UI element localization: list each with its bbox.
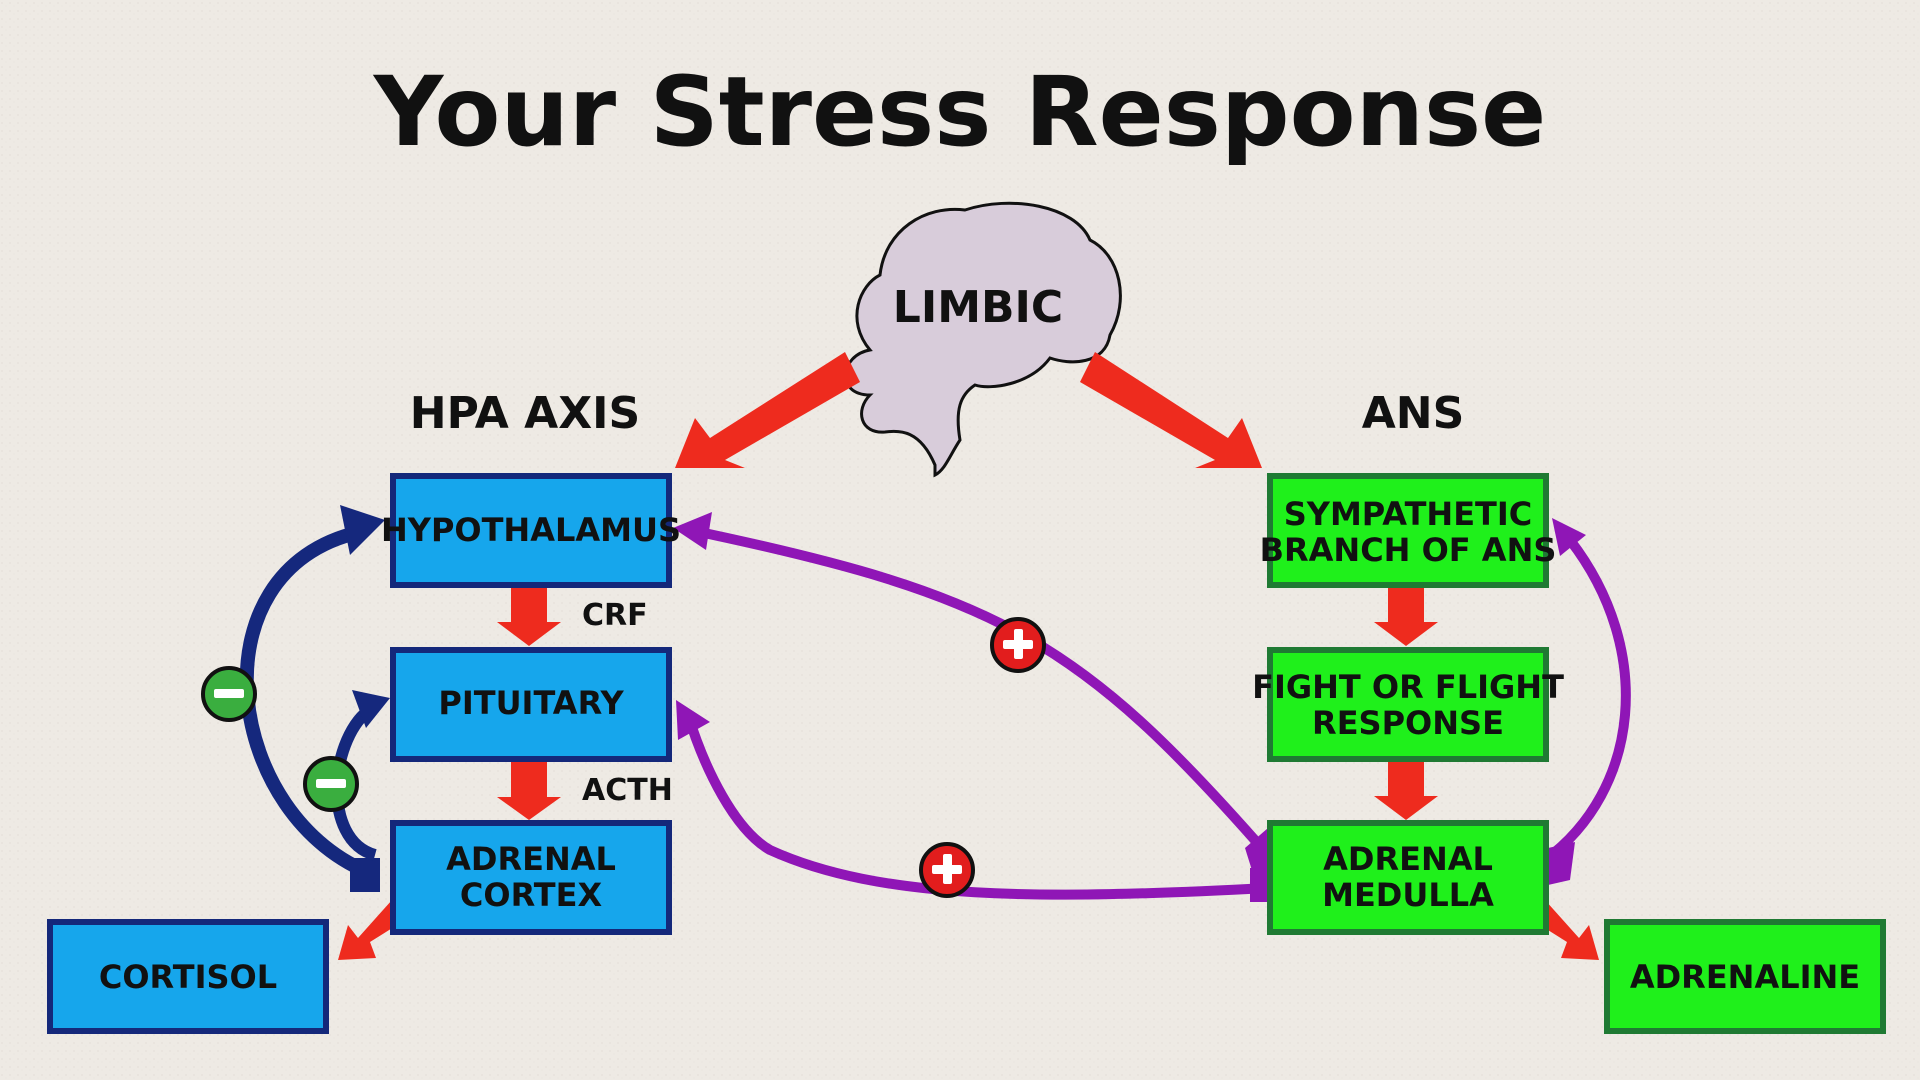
ans-heading: ANS xyxy=(1362,388,1465,439)
fight-flight-box: FIGHT OR FLIGHT RESPONSE xyxy=(1252,647,1564,762)
cortex-to-cortisol-arrow xyxy=(338,900,405,960)
ans-arrow-2 xyxy=(1374,762,1438,820)
minus-badge-outer xyxy=(201,666,257,722)
crf-label: CRF xyxy=(582,598,648,633)
ans-arrow-1 xyxy=(1374,588,1438,646)
crf-arrow xyxy=(497,587,561,646)
hypothalamus-label: HYPOTHALAMUS xyxy=(381,511,681,549)
pituitary-box: PITUITARY xyxy=(390,647,672,762)
fight-flight-label-line1: FIGHT OR FLIGHT xyxy=(1252,668,1564,706)
adrenal-cortex-label-line2: CORTEX xyxy=(460,876,603,914)
limbic-label: LIMBIC xyxy=(893,282,1063,333)
hpa-axis-heading: HPA AXIS xyxy=(410,388,640,439)
red-arrow-to-ans xyxy=(1080,352,1262,468)
page-title: Your Stress Response xyxy=(373,56,1546,168)
cortisol-box: CORTISOL xyxy=(47,919,329,1034)
sympathetic-label-line2: BRANCH OF ANS xyxy=(1260,531,1557,569)
purple-feedback-ans-loop xyxy=(1542,518,1631,885)
hypothalamus-box: HYPOTHALAMUS xyxy=(381,473,681,588)
minus-badge-inner xyxy=(303,756,359,812)
plus-badge-upper xyxy=(990,617,1046,673)
adrenal-cortex-box: ADRENAL CORTEX xyxy=(390,820,672,935)
sympathetic-label-line1: SYMPATHETIC xyxy=(1284,495,1533,533)
brain-icon: LIMBIC xyxy=(844,201,1122,478)
acth-label: ACTH xyxy=(582,773,673,808)
acth-arrow xyxy=(497,762,561,820)
plus-badge-lower xyxy=(919,842,975,898)
red-arrow-to-hpa xyxy=(675,352,860,468)
adrenaline-box: ADRENALINE xyxy=(1604,919,1886,1034)
adrenal-medulla-label-line1: ADRENAL xyxy=(1323,840,1493,878)
cortisol-label: CORTISOL xyxy=(99,958,277,996)
sympathetic-box: SYMPATHETIC BRANCH OF ANS xyxy=(1260,473,1557,588)
adrenal-medulla-label-line2: MEDULLA xyxy=(1322,876,1494,914)
adrenal-cortex-label-line1: ADRENAL xyxy=(446,840,616,878)
adrenaline-label: ADRENALINE xyxy=(1630,958,1860,996)
fight-flight-label-line2: RESPONSE xyxy=(1312,704,1504,742)
adrenal-medulla-box: ADRENAL MEDULLA xyxy=(1267,820,1549,935)
pituitary-label: PITUITARY xyxy=(438,684,624,722)
